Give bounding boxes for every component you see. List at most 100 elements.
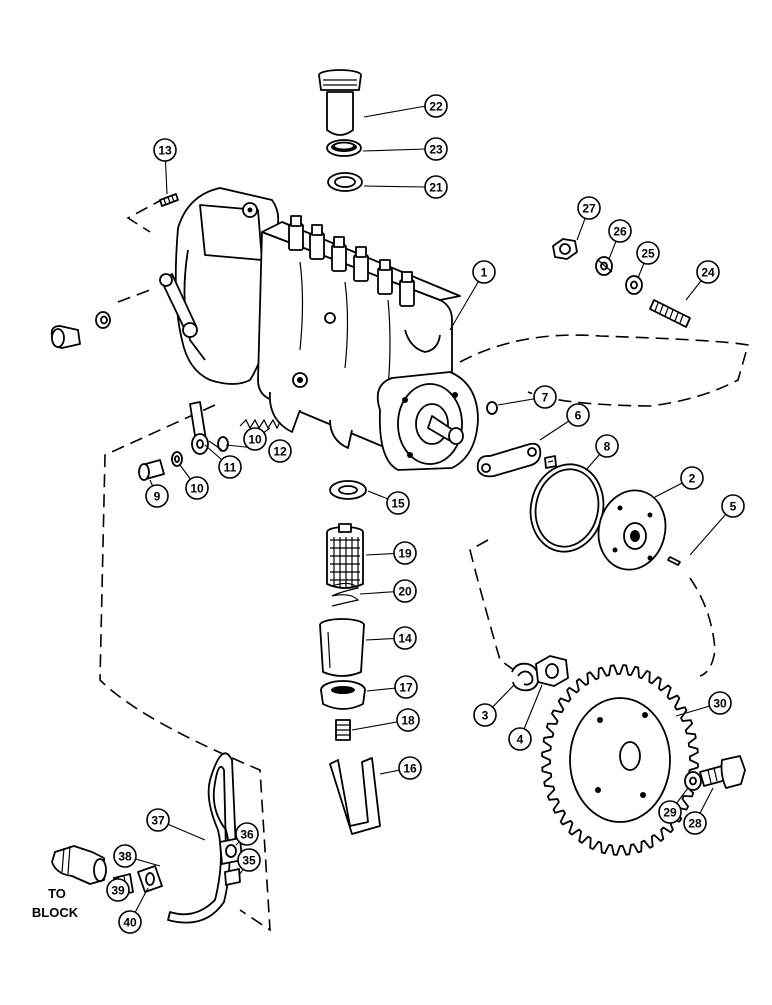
callout-5: 5 — [721, 494, 745, 518]
callout-circle — [146, 808, 170, 832]
callout-number: 11 — [224, 461, 237, 475]
gear-retainers — [511, 655, 569, 692]
callout-number: 39 — [111, 884, 125, 898]
callout-number: 17 — [399, 681, 413, 695]
callout-circle — [680, 466, 704, 490]
callout-number: 29 — [663, 806, 677, 820]
callout-11: 11 — [218, 455, 242, 479]
callout-4: 4 — [508, 727, 532, 751]
callout-18: 18 — [396, 708, 420, 732]
callout-28: 28 — [683, 811, 707, 835]
drive-gear-assembly — [541, 664, 746, 856]
callout-circle — [185, 476, 209, 500]
callout-number: 23 — [429, 143, 443, 157]
note-line-2: BLOCK — [32, 905, 79, 920]
callout-circle — [393, 626, 417, 650]
callout-circle — [393, 579, 417, 603]
callout-circle — [398, 756, 422, 780]
callout-27: 27 — [577, 196, 601, 220]
callout-number: 12 — [273, 445, 287, 459]
callout-circle — [472, 260, 496, 284]
callout-number: 22 — [429, 100, 443, 114]
callout-circle — [106, 878, 130, 902]
callout-12: 12 — [268, 439, 292, 463]
callout-circle — [424, 94, 448, 118]
callout-circle — [566, 403, 590, 427]
callout-number: 26 — [613, 225, 627, 239]
callout-number: 9 — [154, 490, 161, 504]
callout-number: 18 — [401, 714, 415, 728]
callout-20: 20 — [393, 579, 417, 603]
callout-number: 7 — [542, 391, 549, 405]
callout-36: 36 — [235, 822, 259, 846]
callout-circle — [636, 241, 660, 265]
callout-15: 15 — [386, 491, 410, 515]
breather-cap-assembly — [318, 69, 363, 192]
callout-6: 6 — [566, 403, 590, 427]
callout-22: 22 — [424, 94, 448, 118]
callout-number: 10 — [190, 482, 204, 496]
callout-circle — [113, 844, 137, 868]
callout-19: 19 — [393, 541, 417, 565]
stud-nut-assembly — [552, 238, 691, 328]
callout-number: 38 — [118, 850, 132, 864]
callout-16: 16 — [398, 756, 422, 780]
callout-circle — [394, 675, 418, 699]
callout-number: 4 — [517, 733, 524, 747]
callout-circle — [577, 196, 601, 220]
note-to-block: TO BLOCK — [32, 886, 79, 920]
callout-number: 15 — [391, 497, 405, 511]
callout-circle — [608, 219, 632, 243]
callout-9: 9 — [145, 484, 169, 508]
callout-number: 6 — [575, 409, 582, 423]
fuel-filter-assembly — [319, 480, 381, 835]
callout-circle — [145, 484, 169, 508]
callout-number: 16 — [403, 762, 417, 776]
callout-number: 24 — [701, 266, 715, 280]
callout-number: 10 — [248, 433, 262, 447]
callout-circle — [595, 434, 619, 458]
callout-21: 21 — [424, 175, 448, 199]
callout-circle — [243, 427, 267, 451]
callout-24: 24 — [696, 260, 720, 284]
callout-number: 40 — [123, 916, 137, 930]
callout-number: 14 — [398, 632, 412, 646]
callout-35: 35 — [237, 848, 261, 872]
callout-circle — [424, 175, 448, 199]
callout-group: 1234567891010111213141516171819202122232… — [106, 94, 745, 934]
callout-circle — [386, 491, 410, 515]
note-line-1: TO — [48, 886, 66, 901]
callout-circle — [473, 703, 497, 727]
callout-circle — [696, 260, 720, 284]
callout-number: 37 — [151, 814, 165, 828]
callout-circle — [268, 439, 292, 463]
callout-17: 17 — [394, 675, 418, 699]
callout-circle — [508, 727, 532, 751]
callout-30: 30 — [708, 691, 732, 715]
callout-number: 8 — [604, 440, 611, 454]
callout-number: 2 — [689, 472, 696, 486]
assembly-guide-lines — [99, 197, 750, 932]
callout-circle — [235, 822, 259, 846]
callout-circle — [721, 494, 745, 518]
callout-number: 19 — [398, 547, 412, 561]
callout-10: 10 — [185, 476, 209, 500]
callout-25: 25 — [636, 241, 660, 265]
callout-number: 35 — [242, 854, 256, 868]
callout-37: 37 — [146, 808, 170, 832]
drive-plate-parts — [476, 401, 681, 571]
callout-circle — [424, 137, 448, 161]
callout-3: 3 — [473, 703, 497, 727]
callout-number: 30 — [713, 697, 727, 711]
callout-circle — [396, 708, 420, 732]
callout-7: 7 — [533, 385, 557, 409]
callout-29: 29 — [658, 800, 682, 824]
fuel-line-assembly — [51, 752, 243, 924]
throttle-fittings — [50, 193, 179, 349]
callout-circle — [237, 848, 261, 872]
callout-number: 20 — [398, 585, 412, 599]
callout-38: 38 — [113, 844, 137, 868]
banjo-fitting-parts — [138, 401, 281, 481]
